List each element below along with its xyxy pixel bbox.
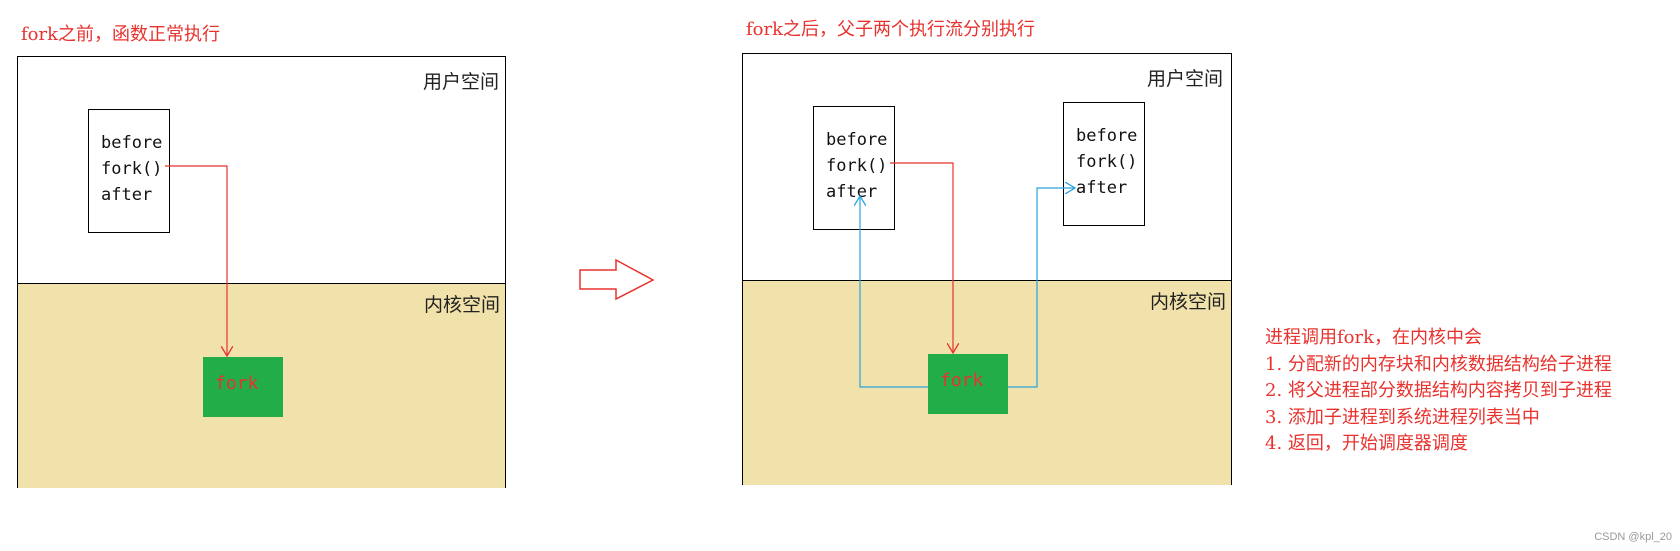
right-caption: fork之后，父子两个执行流分别执行	[746, 19, 1036, 40]
parent-line-fork: fork()	[826, 156, 888, 176]
parent-line-after: after	[826, 182, 878, 202]
left-line-before: before	[101, 133, 163, 153]
fork-notes: 进程调用fork，在内核中会 1. 分配新的内存块和内核数据结构给子进程 2. …	[1265, 325, 1612, 458]
notes-item-1: 1. 分配新的内存块和内核数据结构给子进程	[1265, 353, 1612, 375]
left-fork-box: fork	[203, 357, 283, 417]
left-caption: fork之前，函数正常执行	[21, 24, 221, 45]
notes-title: 进程调用fork，在内核中会	[1265, 327, 1483, 348]
left-kernel-space: 内核空间	[18, 283, 505, 488]
left-process-box: before fork() after	[88, 109, 170, 233]
child-line-after: after	[1076, 178, 1128, 198]
left-line-after: after	[101, 185, 153, 205]
child-process-box: before fork() after	[1063, 102, 1145, 226]
notes-item-4: 4. 返回，开始调度器调度	[1265, 433, 1468, 454]
watermark: CSDN @kpl_20	[1594, 531, 1672, 543]
child-line-fork: fork()	[1076, 152, 1138, 172]
parent-line-before: before	[826, 130, 888, 150]
notes-item-3: 3. 添加子进程到系统进程列表当中	[1265, 406, 1540, 428]
right-user-space-label: 用户空间	[1146, 68, 1223, 90]
parent-process-box: before fork() after	[813, 106, 895, 230]
right-kernel-space-label: 内核空间	[1149, 291, 1226, 313]
left-user-space-label: 用户空间	[422, 71, 499, 93]
right-fork-box: fork	[928, 354, 1008, 414]
notes-item-2: 2. 将父进程部分数据结构内容拷贝到子进程	[1265, 380, 1612, 401]
left-kernel-space-label: 内核空间	[423, 294, 500, 316]
left-line-fork: fork()	[101, 159, 163, 179]
child-line-before: before	[1076, 126, 1138, 146]
